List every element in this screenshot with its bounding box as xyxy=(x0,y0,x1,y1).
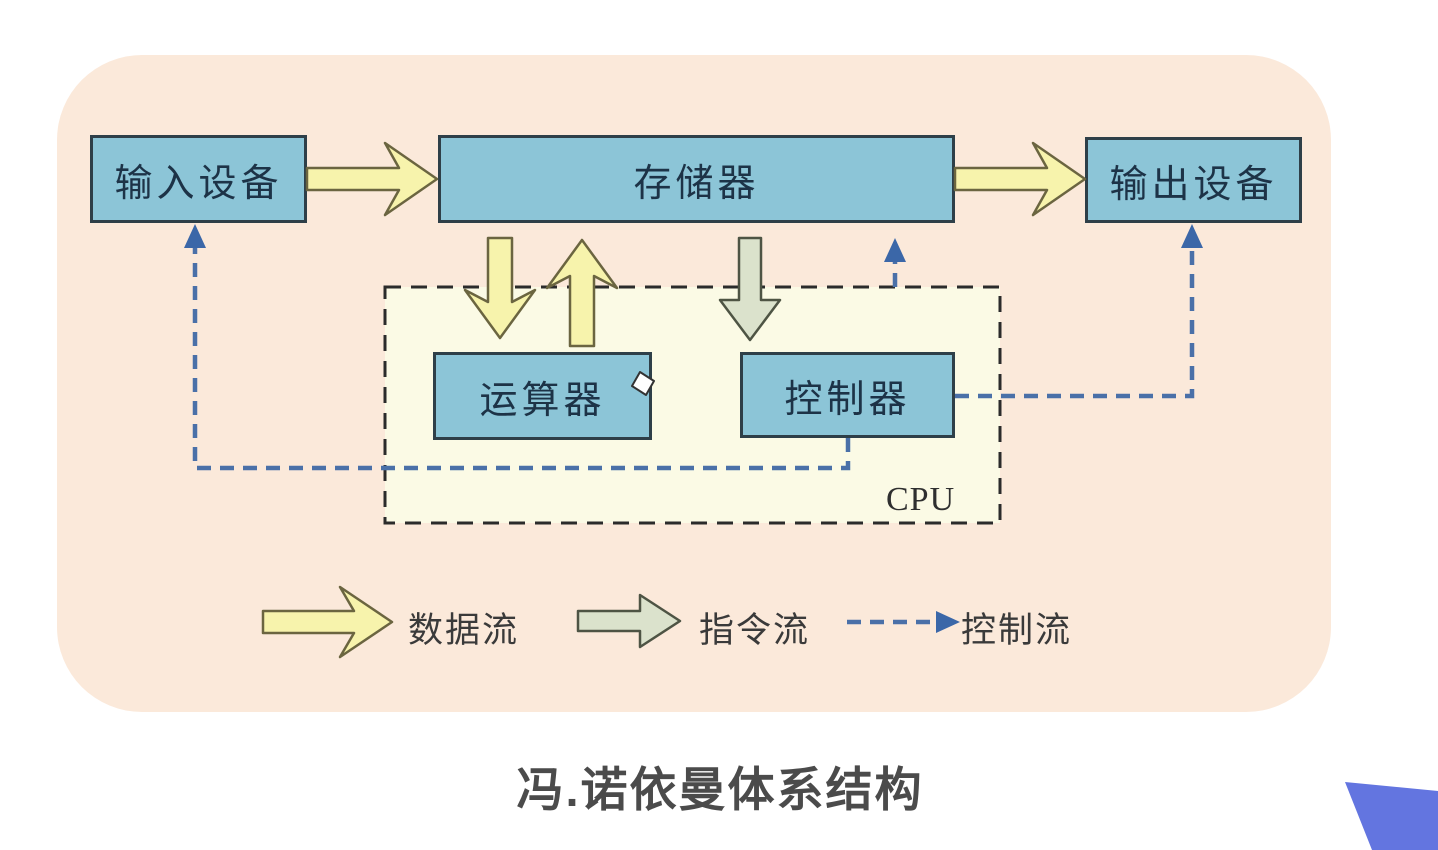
box-input-device: 输入设备 xyxy=(90,135,307,223)
box-output-device: 输出设备 xyxy=(1085,137,1302,223)
box-alu-label: 运算器 xyxy=(479,379,606,422)
data-arrow-memory-to-output xyxy=(953,141,1087,217)
box-output-device-label: 输出设备 xyxy=(1109,163,1278,206)
corner-triangle-decoration xyxy=(1345,782,1438,850)
box-input-device-label: 输入设备 xyxy=(114,162,283,205)
box-control-unit: 控制器 xyxy=(740,352,955,438)
box-alu: 运算器 xyxy=(433,352,652,440)
control-flow-path-control-to-input xyxy=(192,234,851,471)
legend-data-flow-label: 数据流 xyxy=(408,611,520,650)
control-flow-path-control-to-output xyxy=(955,234,1195,399)
legend-instruction-flow-label: 指令流 xyxy=(699,611,811,650)
control-flow-arrowhead-input xyxy=(184,224,206,248)
box-memory-label: 存储器 xyxy=(633,162,760,205)
box-memory: 存储器 xyxy=(438,135,955,223)
mouse-cursor-icon xyxy=(631,371,655,396)
instruction-arrow-memory-to-control xyxy=(718,236,782,342)
legend-data-flow-arrow-icon xyxy=(261,585,394,659)
legend-control-flow-label: 控制流 xyxy=(961,611,1073,650)
legend-control-flow-arrowhead-icon xyxy=(936,611,960,633)
data-arrow-memory-to-alu-down xyxy=(463,236,537,340)
control-flow-arrowhead-output xyxy=(1181,224,1203,248)
cpu-dashed-border xyxy=(383,285,1002,525)
control-flow-arrowhead-memory xyxy=(884,238,906,262)
legend-instruction-flow-arrow-icon xyxy=(576,593,682,649)
data-arrow-alu-to-memory-up xyxy=(545,238,619,348)
box-control-unit-label: 控制器 xyxy=(784,378,911,421)
diagram-caption: 冯.诺依曼体系结构 xyxy=(516,763,924,816)
data-arrow-input-to-memory xyxy=(305,141,439,217)
cpu-group-label: CPU xyxy=(886,481,956,518)
